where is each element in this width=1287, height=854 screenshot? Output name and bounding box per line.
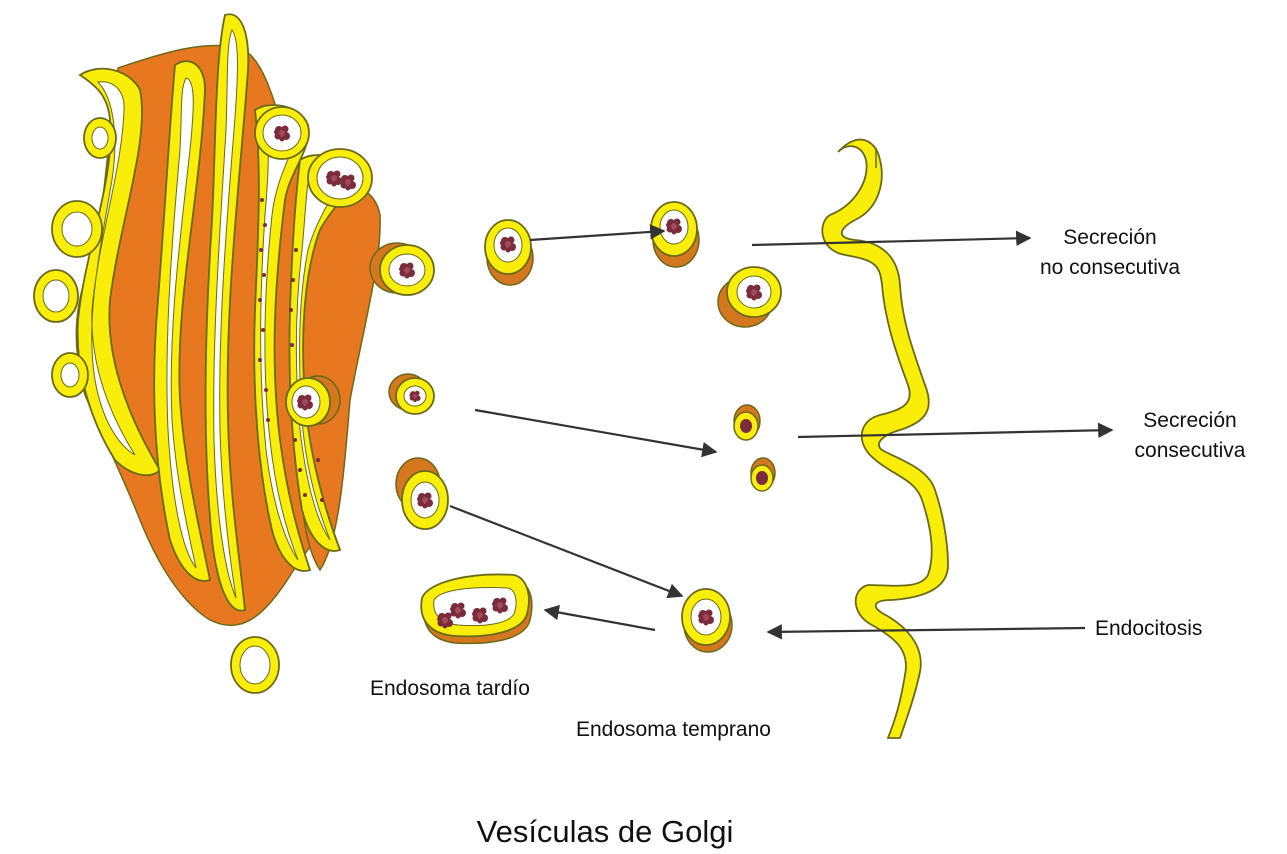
label-constitutive-secretion: Secreción consecutiva [1105,406,1275,466]
vesicle-near-golgi-top [370,243,434,295]
label-endocytosis: Endocitosis [1095,614,1202,644]
arrow-to-late-endosome [545,610,655,630]
golgi-apparatus [34,14,380,693]
vesicle-constitutive-small-2 [751,458,775,491]
early-endosome-vesicle [682,589,732,652]
vesicle-regulated-1 [485,220,533,285]
vesicle-constitutive-small-1 [734,405,760,440]
vesicle-regulated-3 [718,267,781,327]
vesicle-to-endosome-source [396,458,448,529]
golgi-bud-vesicle-bottom [231,637,279,693]
arrow-constitutive-secretion [798,430,1112,437]
golgi-bud-vesicle-upper-right [308,149,372,207]
label-constitutive-line2: consecutiva [1105,436,1275,466]
arrow-regulated-transport [530,231,664,240]
label-late-endosome: Endosoma tardío [370,674,530,704]
label-nonconstitutive-secretion: Secreción no consecutiva [1010,223,1210,283]
arrow-endocytosis [768,628,1085,632]
arrow-nonconstitutive-secretion [752,238,1030,245]
diagram-title: Vesículas de Golgi [420,812,790,852]
arrow-constitutive-transport [475,410,716,452]
golgi-bud-vesicle-middle [286,376,340,426]
label-early-endosome: Endosoma temprano [576,715,771,745]
late-endosome-vesicle [421,574,532,643]
label-nonconstitutive-line1: Secreción [1010,223,1210,253]
plasma-membrane [822,140,948,738]
golgi-bud-vesicle-top [255,107,309,159]
vesicle-regulated-2 [651,202,699,267]
label-constitutive-line1: Secreción [1105,406,1275,436]
vesicle-constitutive-source [389,374,434,414]
label-nonconstitutive-line2: no consecutiva [1010,253,1210,283]
